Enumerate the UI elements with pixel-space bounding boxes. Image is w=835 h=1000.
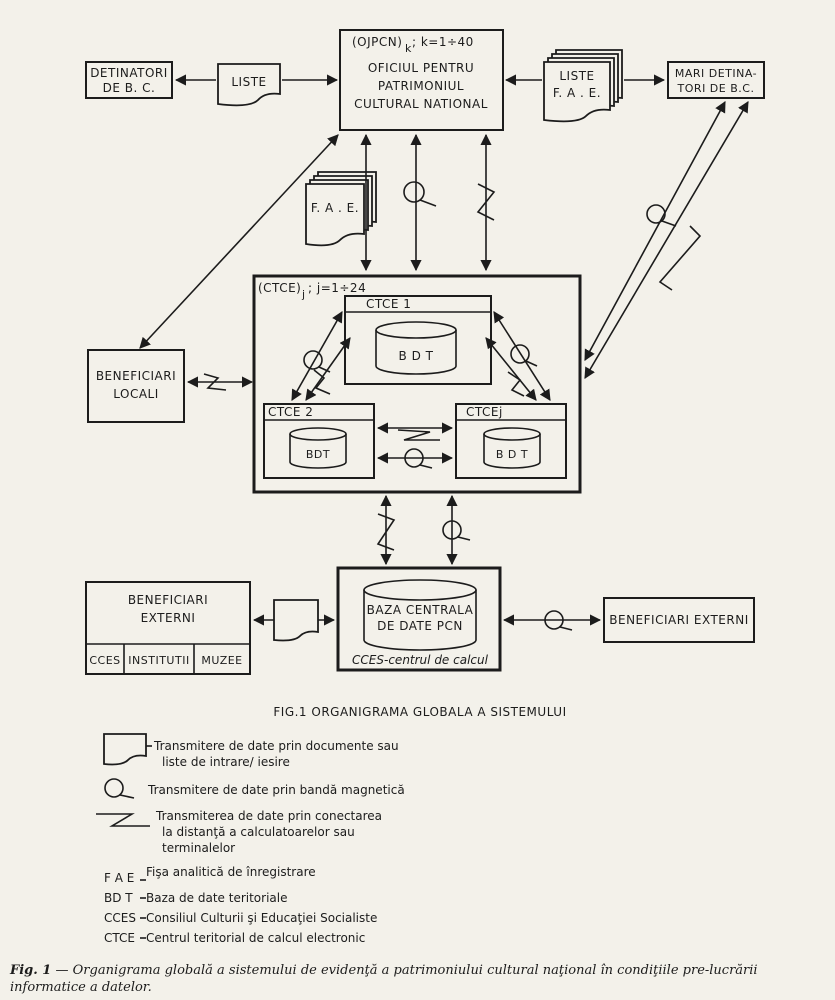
holders-bc-line-1: DETINATORI bbox=[90, 66, 168, 80]
liste-fae-line-1: LISTE bbox=[559, 69, 594, 83]
external-left-line-1: BENEFICIARI bbox=[128, 593, 208, 607]
external-right-label: BENEFICIARI EXTERNI bbox=[609, 613, 749, 627]
ctcej-bdt-label: B D T bbox=[496, 448, 528, 461]
ctce2-box: CTCE 2 BDT bbox=[263, 403, 375, 479]
ctce-group-sub: j bbox=[301, 288, 306, 301]
office-line-2: PATRIMONIUL bbox=[378, 79, 464, 93]
magnetic-tape-icon bbox=[403, 181, 437, 207]
liste-fae-document-stack: LISTE F. A . E. bbox=[543, 49, 623, 123]
magnetic-tape-icon bbox=[510, 344, 538, 367]
arrow-icon bbox=[584, 101, 726, 361]
big-holders-line-1: MARI DETINA- bbox=[675, 67, 757, 80]
legend: Transmitere de date prin documente sau l… bbox=[96, 733, 405, 945]
ojpcn-label: (OJPCN) bbox=[352, 35, 402, 49]
arrow-icon bbox=[584, 101, 749, 379]
arrow-icon bbox=[139, 134, 339, 349]
caption-text: — Organigrama globală a sistemului de ev… bbox=[10, 963, 758, 995]
legend-documents-line-2: liste de intrare/ iesire bbox=[162, 755, 290, 769]
database-cylinder-icon bbox=[483, 427, 541, 469]
legend-abbr-fae: F A E bbox=[104, 871, 134, 885]
magnetic-tape-icon bbox=[404, 448, 433, 469]
database-cylinder-icon bbox=[363, 579, 477, 651]
legend-remote-line-2: la distanţă a calculatoarelor sau bbox=[162, 825, 355, 839]
ctce1-box: CTCE 1 B D T bbox=[344, 295, 492, 385]
local-beneficiaries-box: BENEFICIARI LOCALI bbox=[87, 349, 185, 423]
external-left-institutii: INSTITUTII bbox=[128, 654, 189, 667]
external-left-line-2: EXTERNI bbox=[141, 611, 196, 625]
magnetic-tape-icon bbox=[646, 204, 677, 227]
liste-label: LISTE bbox=[231, 75, 266, 89]
external-left-box: BENEFICIARI EXTERNI CCES INSTITUTII MUZE… bbox=[85, 581, 251, 675]
remote-link-icon bbox=[658, 225, 702, 291]
legend-abbr-cces: CCES bbox=[104, 911, 136, 925]
legend-abbr-bdt: BD T bbox=[104, 891, 133, 905]
caption-label: Fig. 1 bbox=[10, 963, 52, 978]
office-line-3: CULTURAL NATIONAL bbox=[354, 97, 488, 111]
ctcej-label: CTCEj bbox=[466, 405, 503, 419]
arrow-icon bbox=[493, 311, 551, 401]
legend-abbr-ctce: CTCE bbox=[104, 931, 135, 945]
remote-link-icon bbox=[397, 429, 440, 441]
ctcej-box: CTCEj B D T bbox=[455, 403, 567, 479]
remote-link-icon bbox=[203, 373, 227, 391]
legend-abbr-ctce-text: Centrul teritorial de calcul electronic bbox=[146, 931, 365, 945]
remote-link-icon bbox=[476, 183, 496, 221]
remote-link-icon bbox=[507, 371, 525, 397]
office-box: (OJPCN) k ; k=1÷40 OFICIUL PENTRU PATRIM… bbox=[339, 29, 504, 131]
figure-title: FIG.1 ORGANIGRAMA GLOBALA A SISTEMULUI bbox=[273, 705, 566, 719]
remote-link-icon bbox=[96, 813, 150, 827]
local-beneficiaries-line-2: LOCALI bbox=[113, 387, 159, 401]
document-icon bbox=[103, 733, 147, 766]
external-left-cces: CCES bbox=[89, 654, 120, 667]
remote-link-icon bbox=[376, 513, 396, 551]
legend-abbr-bdt-text: Baza de date teritoriale bbox=[146, 891, 287, 905]
central-db-line-1: BAZA CENTRALA bbox=[367, 603, 474, 617]
liste-fae-line-2: F. A . E. bbox=[553, 86, 601, 100]
magnetic-tape-icon bbox=[104, 778, 135, 799]
figure-caption: Fig. 1 — Organigrama globală a sistemulu… bbox=[10, 962, 830, 996]
external-right-box: BENEFICIARI EXTERNI bbox=[603, 597, 755, 643]
legend-documents-line-1: Transmitere de date prin documente sau bbox=[153, 739, 399, 753]
database-cylinder-icon bbox=[375, 321, 457, 375]
ctce-group-range: ; j=1÷24 bbox=[308, 281, 366, 295]
local-beneficiaries-line-1: BENEFICIARI bbox=[96, 369, 176, 383]
ctce1-bdt-label: B D T bbox=[399, 349, 434, 363]
magnetic-tape-icon bbox=[442, 520, 471, 541]
arrow-icon bbox=[485, 337, 537, 401]
legend-tape-text: Transmitere de date prin bandă magnetică bbox=[147, 783, 405, 797]
ctce-group-box: (CTCE) j ; j=1÷24 bbox=[252, 274, 582, 494]
magnetic-tape-icon bbox=[544, 610, 573, 631]
magnetic-tape-icon bbox=[303, 350, 331, 373]
ojpcn-range: ; k=1÷40 bbox=[412, 35, 474, 49]
remote-link-icon bbox=[313, 369, 331, 395]
legend-remote-line-1: Transmiterea de date prin conectarea bbox=[155, 809, 382, 823]
legend-abbr-fae-text: Fişa analitică de înregistrare bbox=[146, 865, 316, 879]
ojpcn-sub: k bbox=[405, 42, 412, 55]
ctce2-bdt-label: BDT bbox=[306, 448, 330, 461]
ctce-group-label: (CTCE) bbox=[258, 281, 301, 295]
arrow-icon bbox=[305, 337, 351, 401]
fae-label: F. A . E. bbox=[311, 201, 359, 215]
ctce2-label: CTCE 2 bbox=[268, 405, 313, 419]
big-holders-line-2: TORI DE B.C. bbox=[677, 82, 755, 95]
ctce1-label: CTCE 1 bbox=[366, 297, 411, 311]
liste-document: LISTE bbox=[217, 63, 281, 107]
cces-center-label: CCES-centrul de calcul bbox=[352, 653, 489, 667]
database-cylinder-icon bbox=[289, 427, 347, 469]
legend-abbr-cces-text: Consiliul Culturii şi Educaţiei Socialis… bbox=[146, 911, 377, 925]
legend-remote-line-3: terminalelor bbox=[162, 841, 235, 855]
document-icon bbox=[273, 599, 319, 642]
central-db-box: BAZA CENTRALA DE DATE PCN CCES-centrul d… bbox=[336, 566, 502, 672]
holders-bc-box: DETINATORI DE B. C. bbox=[85, 61, 173, 99]
central-db-line-2: DE DATE PCN bbox=[377, 619, 463, 633]
big-holders-box: MARI DETINA- TORI DE B.C. bbox=[667, 61, 765, 99]
office-line-1: OFICIUL PENTRU bbox=[368, 61, 474, 75]
holders-bc-line-2: DE B. C. bbox=[103, 81, 156, 95]
external-left-muzee: MUZEE bbox=[201, 654, 242, 667]
